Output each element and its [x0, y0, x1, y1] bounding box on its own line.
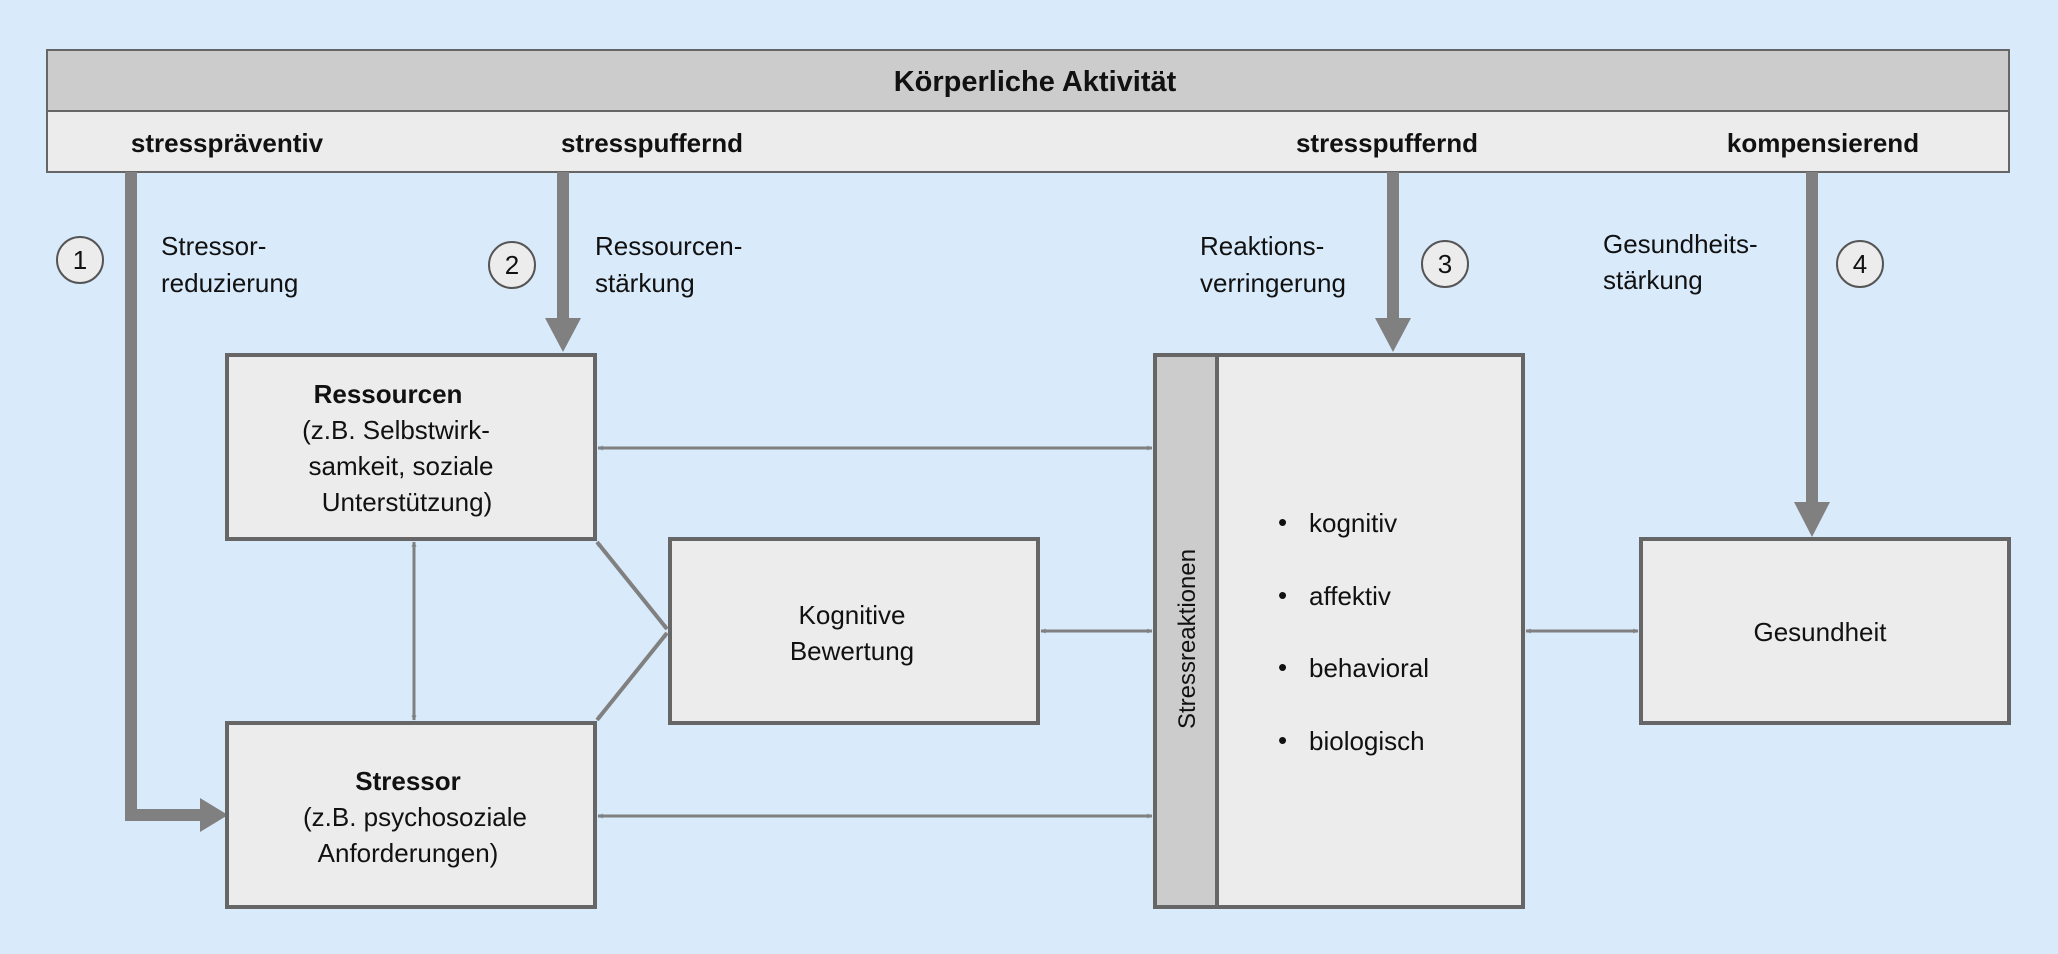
path-arrow-2	[545, 172, 581, 352]
path-arrow-4	[1794, 172, 1830, 537]
path-label-1-line-1: Stressor-	[161, 231, 266, 261]
path-number-1: 1	[56, 236, 104, 284]
mode-stresspraeventiv: stresspräventiv	[131, 128, 324, 158]
header-title-bar	[46, 49, 2010, 112]
stressreaktionen-label: Stressreaktionen	[1174, 549, 1201, 729]
path-label-3-line-2: verringerung	[1200, 268, 1346, 298]
path-label-2: Ressourcen- stärkung	[595, 231, 750, 298]
item-behavioral: behavioral	[1309, 653, 1429, 683]
item-kognitiv: kognitiv	[1309, 508, 1397, 538]
header-modes-bar	[46, 110, 2010, 173]
box-gesundheit: Gesundheit	[1639, 537, 2011, 725]
path-label-4: Gesundheits- stärkung	[1603, 229, 1765, 295]
box-stressor: Stressor (z.B. psychosoziale Anforderung…	[225, 721, 597, 909]
box-ressourcen-title: Ressourcen	[314, 379, 463, 409]
header-title: Körperliche Aktivität	[894, 66, 1177, 98]
mode-stresspuffernd-1: stresspuffernd	[561, 128, 743, 158]
box-ressourcen: Ressourcen (z.B. Selbstwirk- samkeit, so…	[225, 353, 597, 541]
bullet-3: •	[1278, 652, 1287, 682]
path-number-4-label: 4	[1853, 249, 1867, 279]
path-label-4-line-2: stärkung	[1603, 265, 1703, 295]
path-label-1-line-2: reduzierung	[161, 268, 298, 298]
path-number-2: 2	[488, 241, 536, 289]
path-label-1: Stressor- reduzierung	[161, 231, 298, 298]
path-number-2-label: 2	[505, 250, 519, 280]
box-gesundheit-label: Gesundheit	[1754, 617, 1888, 647]
bullet-4: •	[1278, 725, 1287, 755]
path-arrow-1	[125, 172, 228, 832]
bullet-2: •	[1278, 580, 1287, 610]
connector-ressourcen-bewertung	[595, 540, 669, 631]
box-stressor-line-2: Anforderungen)	[318, 838, 499, 868]
box-ressourcen-line-3: Unterstützung)	[322, 487, 493, 517]
path-number-1-label: 1	[73, 245, 87, 275]
path-number-4: 4	[1836, 240, 1884, 288]
box-bewertung-line-1: Kognitive	[799, 600, 906, 630]
path-label-3-line-1: Reaktions-	[1200, 231, 1324, 261]
item-biologisch: biologisch	[1309, 726, 1425, 756]
box-kognitive-bewertung: Kognitive Bewertung	[668, 537, 1040, 725]
box-ressourcen-line-1: (z.B. Selbstwirk-	[302, 415, 490, 445]
path-label-2-line-1: Ressourcen-	[595, 231, 742, 261]
mode-stresspuffernd-2: stresspuffernd	[1296, 128, 1478, 158]
path-number-3: 3	[1421, 240, 1469, 288]
bullet-1: •	[1278, 507, 1287, 537]
mode-kompensierend: kompensierend	[1727, 128, 1919, 158]
connector-stressor-bewertung	[595, 631, 669, 722]
item-affektiv: affektiv	[1309, 581, 1391, 611]
path-label-3: Reaktions- verringerung	[1200, 231, 1346, 298]
box-stressreaktionen: Stressreaktionen • kognitiv • affektiv •…	[1153, 353, 1525, 909]
box-stressor-title: Stressor	[355, 766, 461, 796]
box-bewertung-line-2: Bewertung	[790, 636, 914, 666]
path-arrow-3	[1375, 172, 1411, 352]
path-label-2-line-2: stärkung	[595, 268, 695, 298]
box-stressor-line-1: (z.B. psychosoziale	[303, 802, 527, 832]
path-label-4-line-1: Gesundheits-	[1603, 229, 1758, 259]
box-ressourcen-line-2: samkeit, soziale	[309, 451, 494, 481]
path-number-3-label: 3	[1438, 249, 1452, 279]
